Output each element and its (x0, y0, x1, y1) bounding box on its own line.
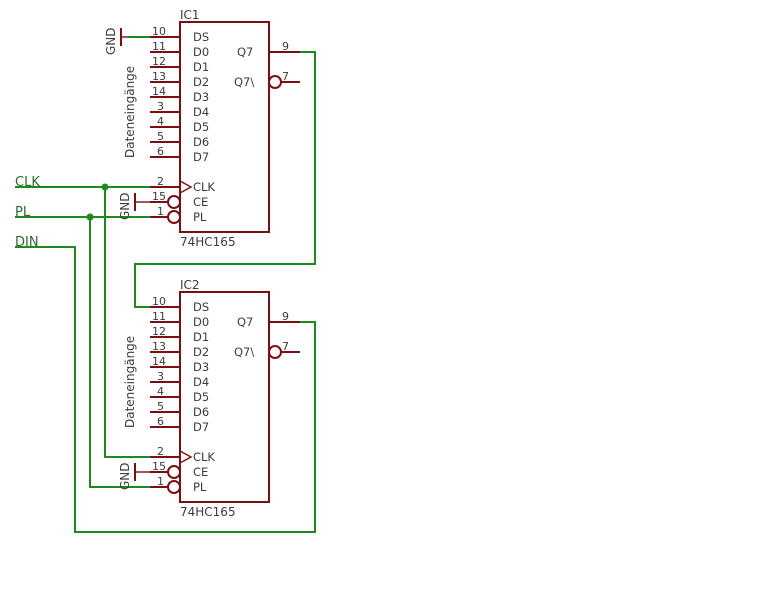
ic1-q7-num: 9 (282, 40, 289, 53)
ic1-pl-bubble (167, 210, 181, 224)
ic1-clk-label: CLK (193, 180, 215, 194)
wire-ic1-q7-to-ic2-ds (134, 51, 316, 308)
ic2-q7-num: 9 (282, 310, 289, 323)
ic1-clk-triangle (179, 180, 193, 194)
ic1-left-pins: 10 11 12 13 14 3 4 5 6 DS D0 D1 D2 D3 D4… (150, 25, 209, 164)
ic1-pin-num: 12 (152, 55, 166, 68)
ic2-pin-label: D1 (193, 330, 209, 344)
ic1-ce-label: CE (193, 195, 208, 209)
ic1-pin-num: 4 (157, 115, 164, 128)
ic1-pin-label: D1 (193, 60, 209, 74)
ic2-ce-label: CE (193, 465, 208, 479)
ic1-pin-num: 6 (157, 145, 164, 158)
ic1-pin-num: 5 (157, 130, 164, 143)
ic1-pin-num: 13 (152, 70, 166, 83)
ic2-pin-label: DS (193, 300, 209, 314)
ic2-left-pins: 10 11 12 13 14 3 4 5 6 DS D0 D1 D2 D3 D4… (150, 295, 209, 434)
ic2-pin-num: 12 (152, 325, 166, 338)
ic2-pin-num: 11 (152, 310, 166, 323)
ic1-gnd-ce-label: GND (118, 192, 132, 220)
ic1-symbol: IC1 74HC165 10 11 12 13 14 3 4 5 6 DS D0… (104, 8, 300, 249)
wires (15, 36, 316, 533)
ic2-pin-num: 3 (157, 370, 164, 383)
ic2-data-group-label: Dateneingänge (123, 336, 137, 428)
ic1-pin-num: 10 (152, 25, 166, 38)
ic2-pin-label: D7 (193, 420, 209, 434)
ic1-pl-label: PL (193, 210, 207, 224)
net-label-pl: PL (15, 205, 31, 220)
ic1-pin-num: 11 (152, 40, 166, 53)
ic2-pin-num: 10 (152, 295, 166, 308)
junction-clk (101, 183, 109, 191)
ic1-pin-label: D2 (193, 75, 209, 89)
ic1-q7n-num: 7 (282, 70, 289, 83)
net-label-clk: CLK (15, 175, 40, 190)
ic1-pin-num: 14 (152, 85, 166, 98)
ic2-pin-label: D0 (193, 315, 209, 329)
ic1-pin-label: D4 (193, 105, 209, 119)
ic1-gnd-top-label: GND (104, 27, 118, 55)
ic2-clk-label: CLK (193, 450, 215, 464)
wire-din (15, 246, 316, 533)
ic2-pl-num: 1 (157, 475, 164, 488)
ic1-value: 74HC165 (180, 235, 236, 249)
ic1-pl-num: 1 (157, 205, 164, 218)
wire-pl-drop (89, 217, 168, 488)
ic2-pin-label: D2 (193, 345, 209, 359)
ic2-q7-label: Q7 (237, 315, 253, 329)
ic2-q7n-bubble (268, 345, 282, 359)
ic2-clk-num: 2 (157, 445, 164, 458)
ic2-pin-num: 14 (152, 355, 166, 368)
ic2-pin-label: D4 (193, 375, 209, 389)
net-label-din: DIN (15, 235, 39, 250)
junction-pl (86, 213, 94, 221)
ic1-pin-label: D5 (193, 120, 209, 134)
ic2-pin-label: D5 (193, 390, 209, 404)
ic2-pin-num: 4 (157, 385, 164, 398)
ic1-clk-num: 2 (157, 175, 164, 188)
ic2-pin-label: D6 (193, 405, 209, 419)
ic2-pin-num: 13 (152, 340, 166, 353)
ic1-pin-label: D3 (193, 90, 209, 104)
ic2-pin-label: D3 (193, 360, 209, 374)
ic2-value: 74HC165 (180, 505, 236, 519)
ic1-ce-num: 15 (152, 190, 166, 203)
ic1-ce-bubble (167, 195, 181, 209)
ic1-pin-num: 3 (157, 100, 164, 113)
ic2-pl-bubble (167, 480, 181, 494)
ic1-pin-label: D6 (193, 135, 209, 149)
ic2-pin-num: 5 (157, 400, 164, 413)
ic2-name: IC2 (180, 278, 200, 292)
ic2-ce-num: 15 (152, 460, 166, 473)
ic1-q7n-bubble (268, 75, 282, 89)
ic2-q7n-label: Q7\ (234, 345, 254, 359)
ic1-q7n-label: Q7\ (234, 75, 254, 89)
ic1-pin-label: D7 (193, 150, 209, 164)
ic2-clk-triangle (179, 450, 193, 464)
ic2-ce-bubble (167, 465, 181, 479)
ic2-symbol: IC2 74HC165 10 11 12 13 14 3 4 5 6 DS D0… (118, 278, 300, 519)
ic1-data-group-label: Dateneingänge (123, 66, 137, 158)
ic2-pin-num: 6 (157, 415, 164, 428)
ic1-q7-label: Q7 (237, 45, 253, 59)
ic1-pin-label: D0 (193, 45, 209, 59)
ic2-pl-label: PL (193, 480, 207, 494)
ic1-name: IC1 (180, 8, 200, 22)
ic1-pin-label: DS (193, 30, 209, 44)
ic2-gnd-ce-label: GND (118, 462, 132, 490)
ic2-q7n-num: 7 (282, 340, 289, 353)
